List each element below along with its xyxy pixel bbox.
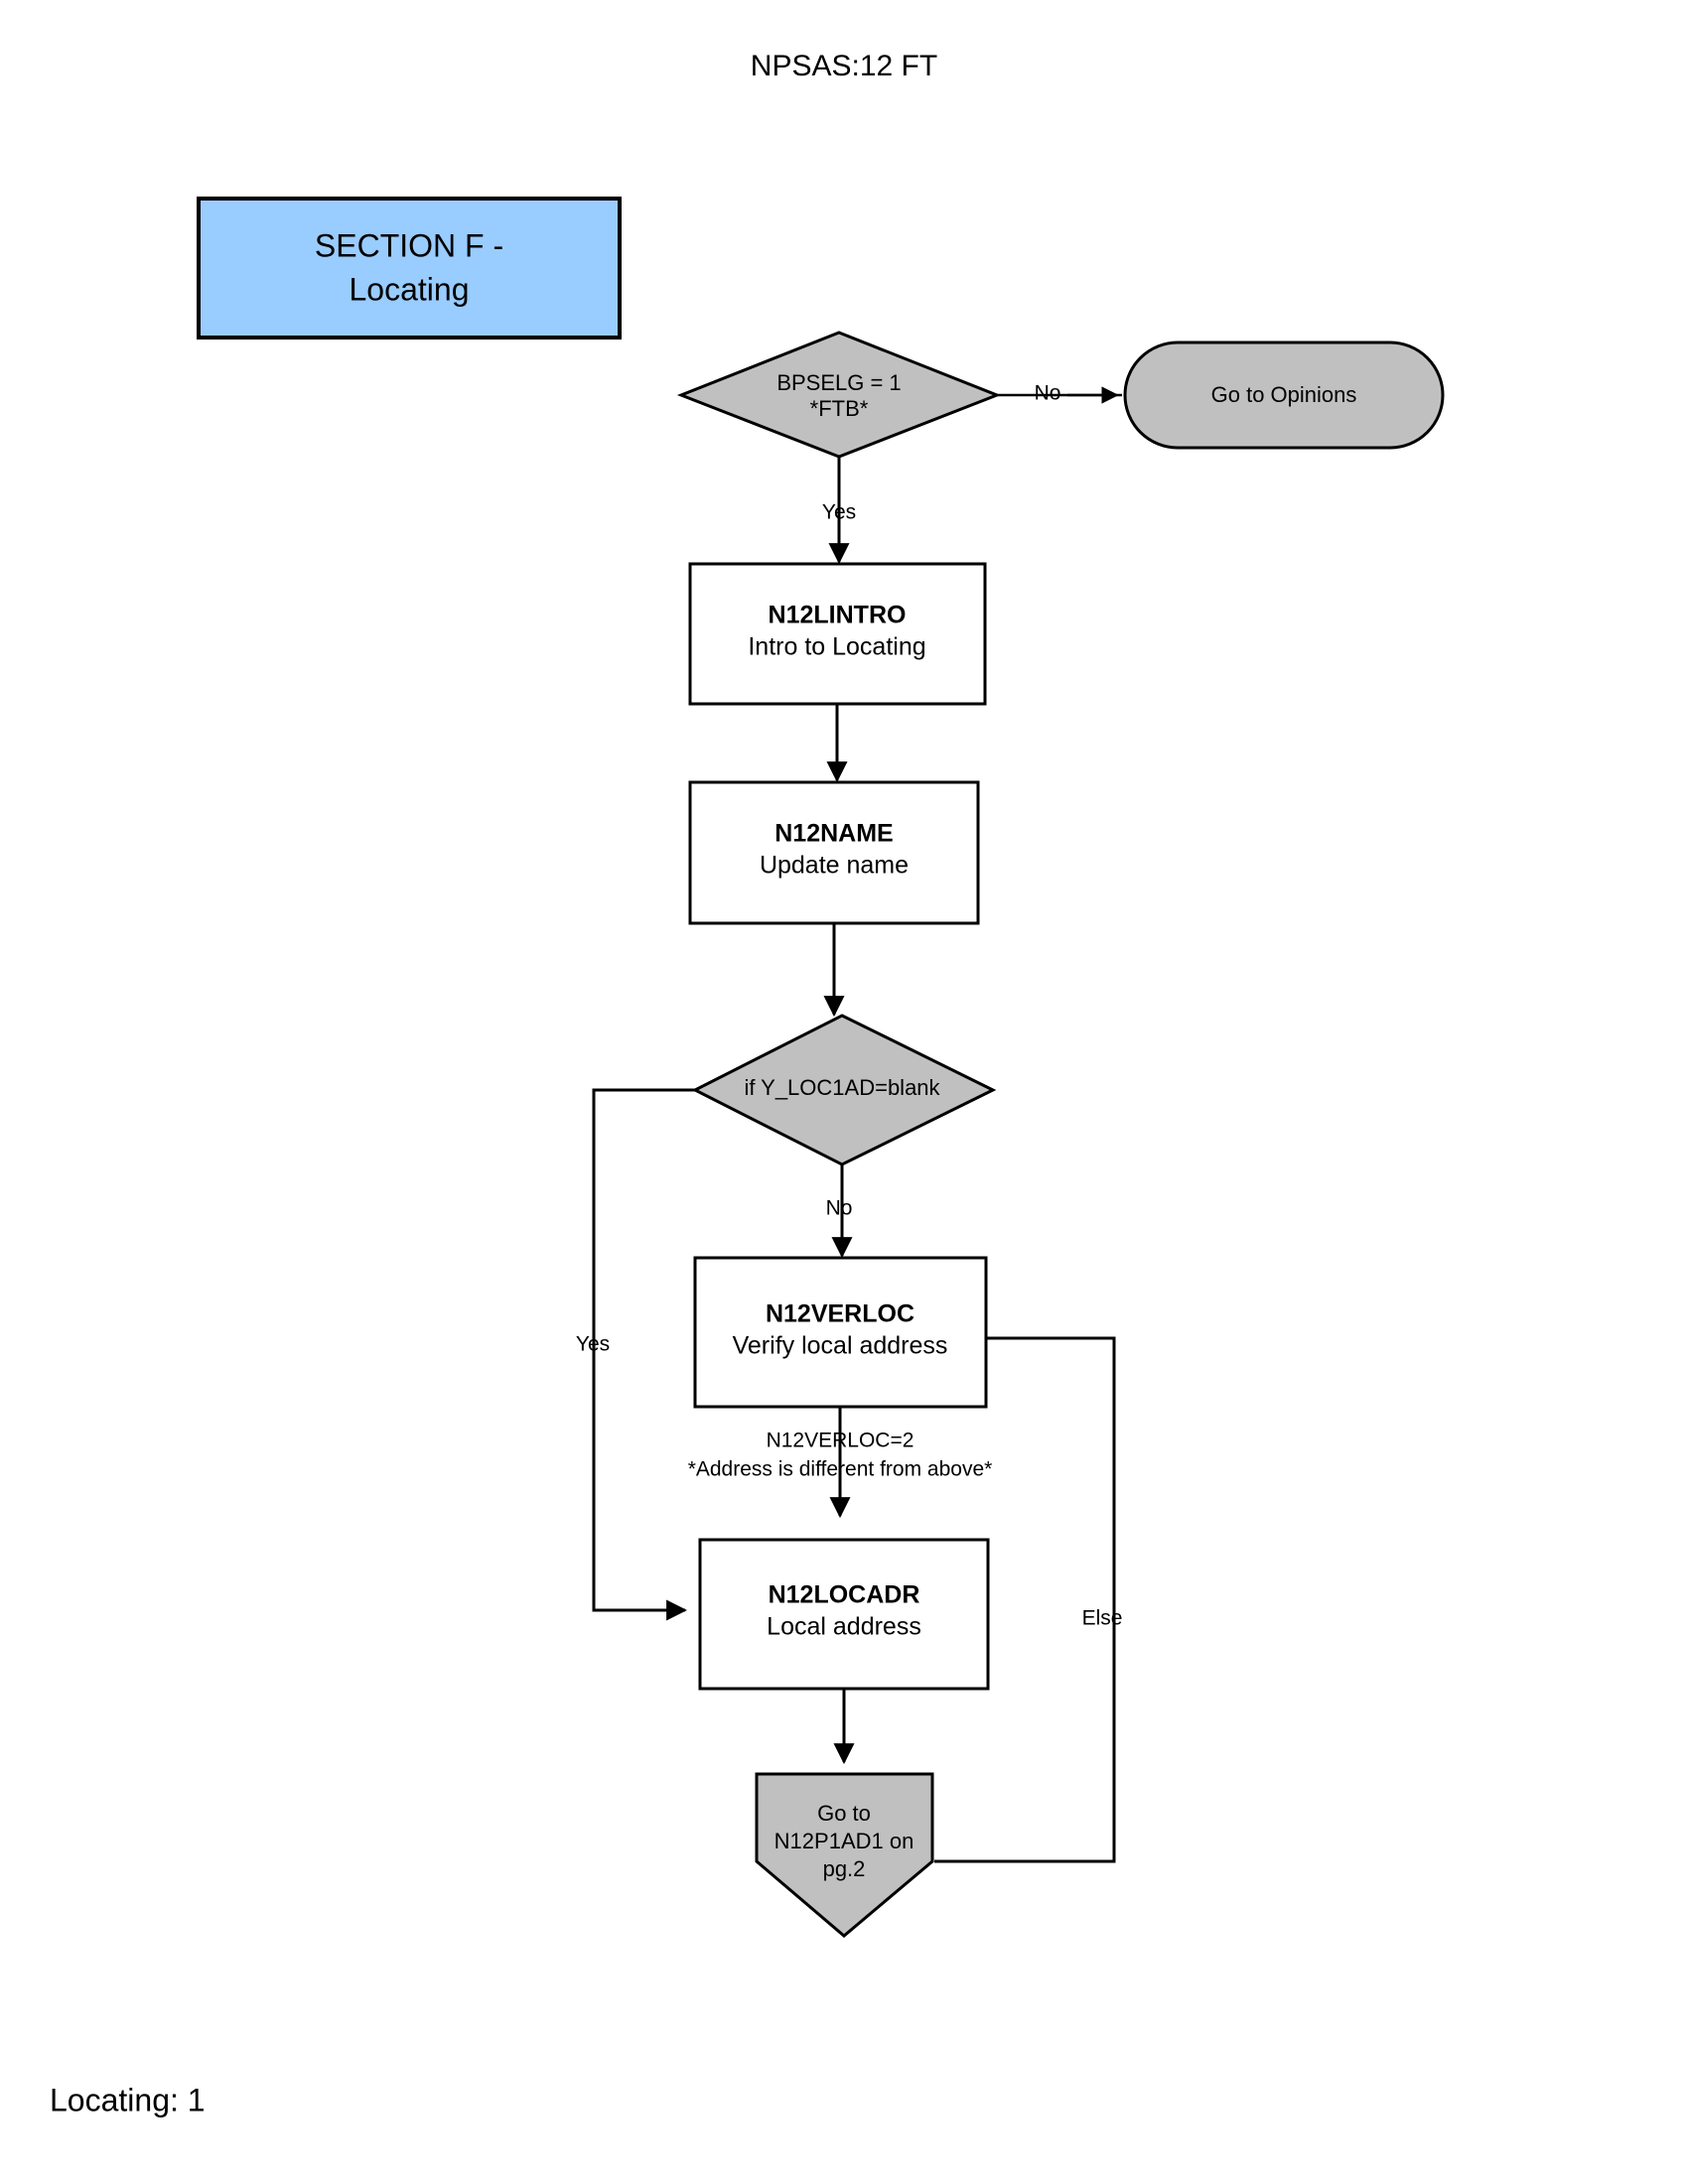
process-name-desc: Update name xyxy=(760,852,909,880)
decision-loc1ad-label: if Y_LOC1AD=blank xyxy=(744,1075,940,1100)
section-header-line2: Locating xyxy=(350,271,470,307)
section-header-box xyxy=(197,197,622,340)
process-verloc-id: N12VERLOC xyxy=(766,1300,914,1328)
terminator-opinions-shape xyxy=(1123,341,1445,450)
edge-label-loc1ad-no: No xyxy=(826,1197,853,1220)
section-header-line1: SECTION F - xyxy=(315,227,503,263)
edge-loc1ad-yes xyxy=(592,1088,695,1621)
process-lintro-desc: Intro to Locating xyxy=(748,633,925,661)
decision-bpselg-line2: *FTB* xyxy=(810,396,869,421)
process-locadr-desc: Local address xyxy=(767,1613,921,1641)
process-lintro-id: N12LINTRO xyxy=(769,602,907,629)
edge-label-bpselg-yes: Yes xyxy=(822,501,856,524)
process-name-id: N12NAME xyxy=(774,820,893,848)
page-footer: Locating: 1 xyxy=(50,2082,206,2117)
connector-p1ad1-line2: N12P1AD1 on xyxy=(774,1829,914,1853)
connector-p1ad1-line3: pg.2 xyxy=(823,1856,866,1881)
edge-label-verloc-cond-line1: N12VERLOC=2 xyxy=(767,1430,914,1452)
edge-verloc-else xyxy=(934,1336,1116,1863)
edge-label-verloc-else: Else xyxy=(1082,1607,1123,1630)
process-verloc-shape xyxy=(693,1256,988,1409)
process-verloc-desc: Verify local address xyxy=(733,1332,948,1360)
edge-label-verloc-cond-line2: *Address is different from above* xyxy=(688,1458,993,1481)
edge-label-bpselg-no: No xyxy=(1035,382,1061,405)
process-lintro-shape xyxy=(688,562,987,706)
page-title: NPSAS:12 FT xyxy=(751,50,937,82)
process-locadr-shape xyxy=(698,1538,990,1691)
decision-bpselg-line1: BPSELG = 1 xyxy=(776,370,901,395)
connector-p1ad1-line1: Go to xyxy=(817,1801,871,1826)
connector-p1ad1-shape xyxy=(755,1772,934,1938)
edge-label-loc1ad-yes: Yes xyxy=(576,1333,610,1356)
process-locadr-id: N12LOCADR xyxy=(769,1581,920,1609)
terminator-opinions-label: Go to Opinions xyxy=(1211,382,1357,407)
